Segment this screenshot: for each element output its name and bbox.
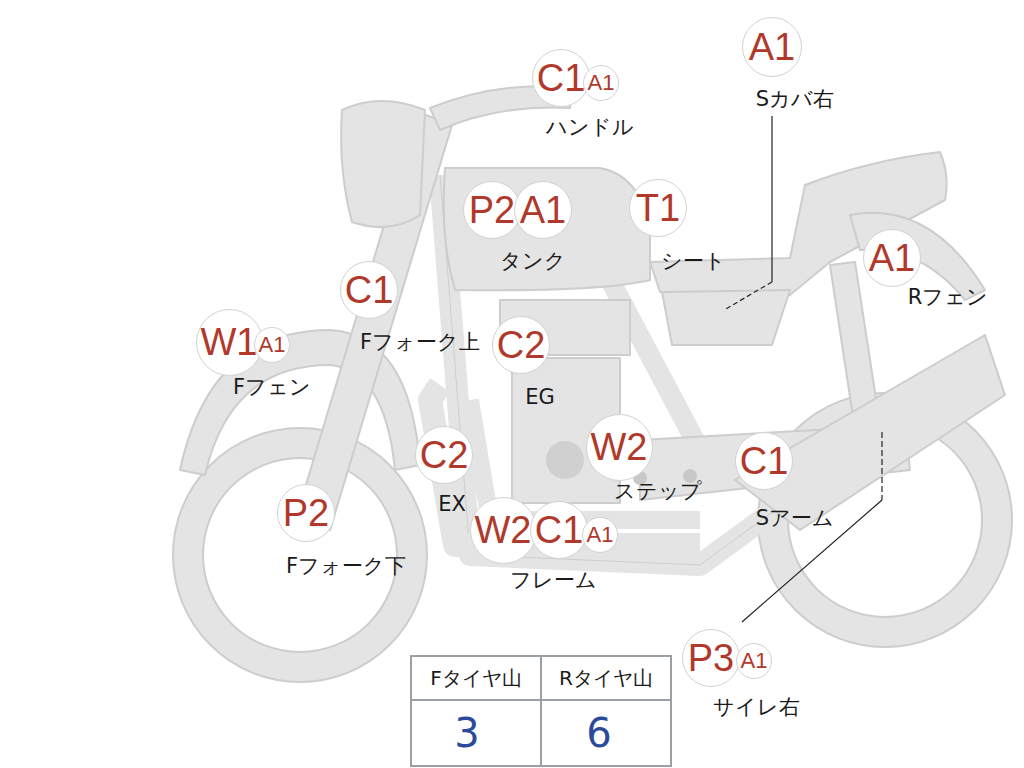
damage-code: P2 xyxy=(469,191,515,229)
part-name: Sアーム xyxy=(756,507,834,530)
damage-code: A1 xyxy=(587,524,614,546)
damage-code-circle: A1 xyxy=(863,229,921,287)
part-name: Sカバ右 xyxy=(756,88,834,111)
damage-code: C1 xyxy=(740,442,789,480)
damage-code: A1 xyxy=(869,239,915,277)
damage-code-circle: W1 xyxy=(196,309,263,376)
damage-code-circle: C2 xyxy=(492,316,551,375)
part-name: Fフォーク下 xyxy=(286,555,406,578)
leader-line xyxy=(771,116,772,282)
damage-code: C2 xyxy=(497,326,546,364)
leader-line xyxy=(742,500,882,622)
damage-code-circle: C1 xyxy=(532,49,591,108)
table-value: 3 xyxy=(454,711,479,755)
small-code-circle: A1 xyxy=(254,327,291,364)
leader-line xyxy=(724,282,772,310)
damage-code: C2 xyxy=(420,436,469,474)
damage-code: C1 xyxy=(537,59,586,97)
part-name: タンク xyxy=(500,250,566,273)
damage-code: P3 xyxy=(688,639,734,677)
damage-code-circle: W2 xyxy=(586,414,653,481)
damage-code-circle: A1 xyxy=(742,17,802,77)
part-name: シート xyxy=(661,250,726,273)
small-code-circle: A1 xyxy=(582,517,619,554)
part-name: サイレ右 xyxy=(713,696,800,719)
damage-code-circle: P3 xyxy=(682,629,740,687)
table-header: Fタイヤ山 xyxy=(430,667,522,689)
damage-code-circle: A1 xyxy=(514,181,572,239)
damage-code-circle: P2 xyxy=(277,484,335,542)
table-header: Rタイヤ山 xyxy=(559,667,653,689)
part-name: Fフォーク上 xyxy=(360,331,480,354)
part-name: EG xyxy=(525,386,555,409)
damage-code: T1 xyxy=(636,189,680,227)
damage-code: C1 xyxy=(535,511,584,549)
damage-code-circle: P2 xyxy=(463,181,521,239)
fuel-tank xyxy=(444,168,650,290)
damage-code: A1 xyxy=(741,650,768,672)
side-cover xyxy=(662,290,790,345)
damage-code-circle: W2 xyxy=(470,497,537,564)
headlight xyxy=(341,101,425,227)
part-name: EX xyxy=(438,493,466,516)
part-name: ハンドル xyxy=(546,116,634,139)
damage-code: A1 xyxy=(520,191,566,229)
engine-cover xyxy=(546,441,584,479)
small-code-circle: A1 xyxy=(736,643,773,680)
front-wheel xyxy=(188,443,412,667)
small-code-circle: A1 xyxy=(583,65,620,102)
damage-code: W2 xyxy=(591,428,648,466)
table-frame xyxy=(411,656,671,766)
damage-code: W2 xyxy=(475,511,532,549)
damage-code: A1 xyxy=(588,72,615,94)
part-name: フレーム xyxy=(510,569,597,592)
part-name: Fフェン xyxy=(233,376,311,399)
damage-code: A1 xyxy=(749,28,795,66)
damage-code-circle: C1 xyxy=(735,432,794,491)
damage-code-circle: C2 xyxy=(415,426,474,485)
table-value: 6 xyxy=(586,711,611,755)
damage-code: C1 xyxy=(345,271,394,309)
damage-code: P2 xyxy=(283,494,329,532)
damage-code: A1 xyxy=(259,334,286,356)
muffler xyxy=(735,335,1005,530)
part-name: Rフェン xyxy=(908,286,989,309)
damage-code-circle: T1 xyxy=(629,179,687,237)
damage-code-circle: C1 xyxy=(530,501,589,560)
damage-code: W1 xyxy=(201,323,258,361)
part-name: ステップ xyxy=(614,480,702,503)
leader-line xyxy=(881,432,882,500)
damage-code-circle: C1 xyxy=(340,261,399,320)
front-tire-outline xyxy=(173,428,427,682)
table-rule xyxy=(540,656,542,766)
